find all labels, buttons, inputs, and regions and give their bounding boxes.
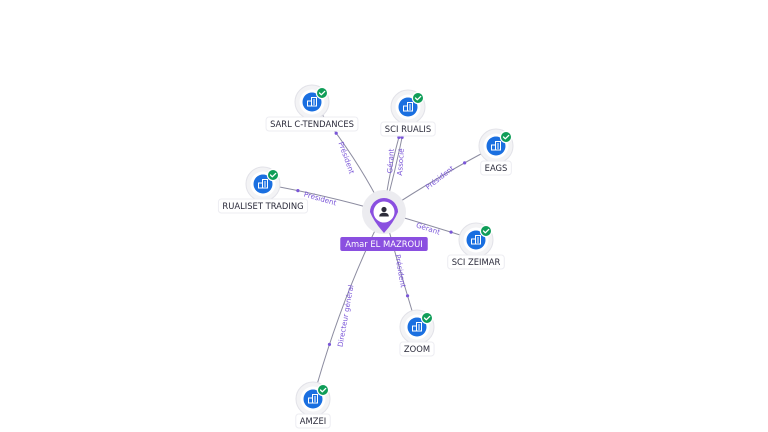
node-sarl-c-tendances[interactable]: SARL C-TENDANCES xyxy=(265,84,359,132)
center-layer: Amar EL MAZROUI xyxy=(340,190,428,251)
edge-arrow xyxy=(405,294,410,298)
user-icon xyxy=(379,206,389,217)
node-label: SCI RUALIS xyxy=(380,121,436,137)
center-label: Amar EL MAZROUI xyxy=(340,237,428,251)
node-label: RUALISET TRADING xyxy=(217,198,309,214)
node-rualiset-trading[interactable]: RUALISET TRADING xyxy=(217,166,309,214)
check-badge-icon xyxy=(315,86,329,100)
building-icon xyxy=(258,179,268,189)
node-amzei[interactable]: AMZEI xyxy=(295,381,331,429)
edge-label: Président xyxy=(393,254,408,289)
nodes-layer: SARL C-TENDANCES SCI RUALIS EAGS RUALISET T… xyxy=(217,84,514,429)
check-badge-icon xyxy=(499,130,513,144)
building-icon xyxy=(307,97,317,107)
node-sci-zeimar[interactable]: SCI ZEIMAR xyxy=(447,222,505,270)
node-label: SCI ZEIMAR xyxy=(447,254,505,270)
building-icon xyxy=(412,322,422,332)
building-icon xyxy=(308,394,318,404)
edge-label: Gérant xyxy=(385,148,396,173)
node-sci-rualis[interactable]: SCI RUALIS xyxy=(380,89,436,137)
node-label-text: SCI ZEIMAR xyxy=(452,257,501,267)
node-label: EAGS xyxy=(480,160,512,176)
building-icon xyxy=(471,235,481,245)
node-zoom[interactable]: ZOOM xyxy=(399,309,435,357)
node-label: SARL C-TENDANCES xyxy=(265,116,359,132)
building-icon xyxy=(491,141,501,151)
check-badge-icon xyxy=(316,383,330,397)
check-badge-icon xyxy=(479,224,493,238)
node-label-text: RUALISET TRADING xyxy=(222,201,303,211)
edge-arrow xyxy=(296,189,300,193)
edge-arrow xyxy=(449,230,453,234)
check-badge-icon xyxy=(411,91,425,105)
center-label-text: Amar EL MAZROUI xyxy=(345,239,422,249)
edge-arrow xyxy=(463,161,467,165)
edge-arrow xyxy=(334,131,338,135)
node-eags[interactable]: EAGS xyxy=(478,128,514,176)
node-label-text: SCI RUALIS xyxy=(385,124,431,134)
edge-label: Associé xyxy=(395,148,406,176)
node-label-text: SARL C-TENDANCES xyxy=(270,119,354,129)
edge-arrow xyxy=(397,135,401,140)
edge-label: Gérant xyxy=(415,220,441,236)
node-label-text: EAGS xyxy=(485,163,508,173)
node-label: ZOOM xyxy=(399,341,435,357)
check-badge-icon xyxy=(266,168,280,182)
node-label: AMZEI xyxy=(295,413,331,429)
check-badge-icon xyxy=(420,311,434,325)
building-icon xyxy=(403,102,413,112)
edge-label: Président xyxy=(424,164,456,192)
node-person[interactable]: Amar EL MAZROUI xyxy=(340,190,428,251)
edge-arrow xyxy=(400,135,404,140)
node-label-text: AMZEI xyxy=(300,416,326,426)
node-label-text: ZOOM xyxy=(404,344,430,354)
edge-label: Directeur général xyxy=(336,284,356,348)
edge-arrow xyxy=(327,342,332,347)
